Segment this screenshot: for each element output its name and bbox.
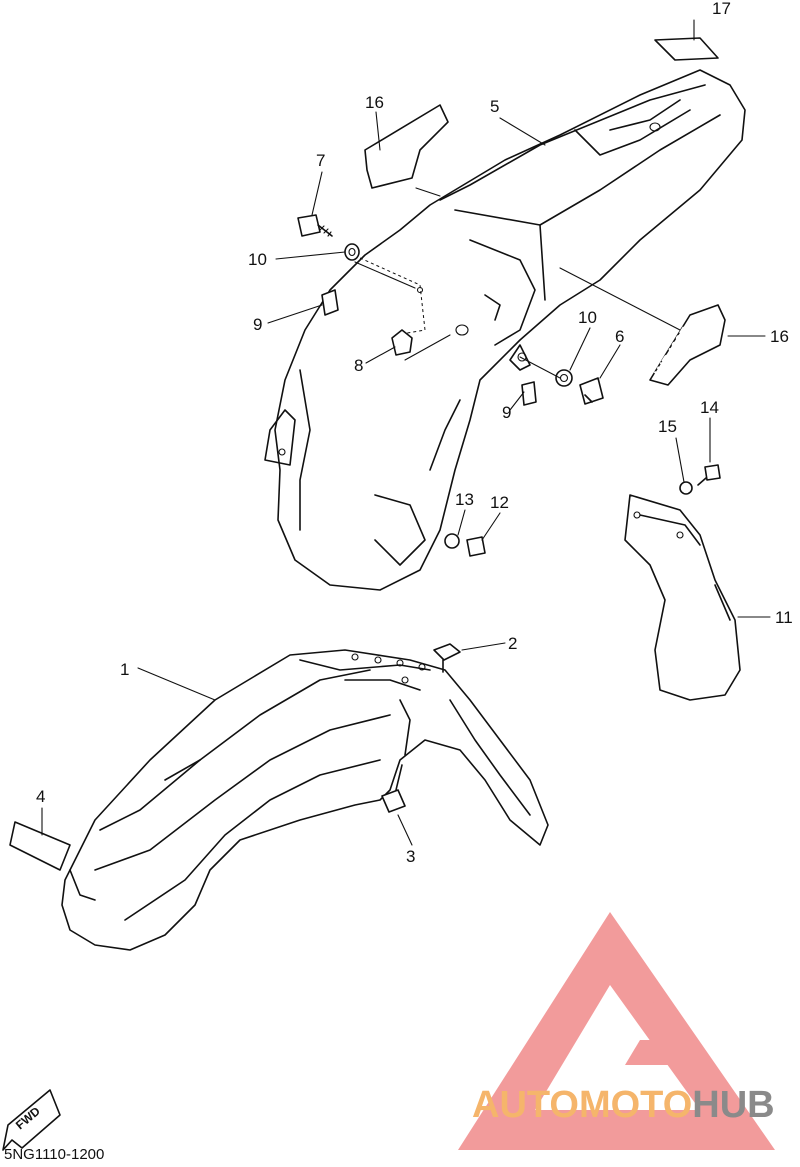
callout-11: 11 [775, 608, 793, 627]
watermark-part2: HUB [692, 1084, 774, 1126]
leader-lines [41, 19, 771, 846]
callout-15: 15 [658, 417, 677, 436]
callout-10-left: 10 [248, 250, 267, 269]
callout-16-right: 16 [770, 327, 789, 346]
rear-fender [264, 69, 746, 591]
bolt-6 [579, 377, 604, 405]
callout-7: 7 [316, 151, 325, 170]
nut-13 [444, 533, 460, 549]
fastener-2 [433, 643, 461, 673]
washer-15 [679, 481, 693, 495]
callout-16-upper: 16 [365, 93, 384, 112]
callout-14: 14 [700, 398, 719, 417]
callout-2: 2 [508, 634, 517, 653]
fwd-arrow-icon: FWD [2, 1089, 61, 1151]
callout-9-left: 9 [253, 315, 262, 334]
callout-10-right: 10 [578, 308, 597, 327]
decal-16-upper [364, 104, 449, 189]
decal-17 [654, 37, 719, 61]
callout-6: 6 [615, 327, 624, 346]
callout-9-right: 9 [502, 403, 511, 422]
nut-9-right [521, 381, 537, 406]
decal-4 [9, 821, 71, 871]
decal-16-logo: WR400F [649, 304, 726, 386]
collar-10-left [344, 243, 360, 261]
callout-4: 4 [36, 787, 45, 806]
callout-8: 8 [354, 356, 363, 375]
front-fender [61, 649, 549, 951]
bolt-7 [297, 214, 333, 237]
callout-12: 12 [490, 493, 509, 512]
callout-13: 13 [455, 490, 474, 509]
collar-10-right [555, 369, 573, 387]
diagram-code: 5NG1110-1200 [4, 1146, 105, 1163]
callout-5: 5 [490, 97, 499, 116]
grommet-8 [391, 329, 413, 356]
bolt-3 [381, 764, 406, 813]
watermark-part1: AUTOMOTO [472, 1084, 692, 1126]
screw-14 [697, 464, 721, 486]
callout-17: 17 [712, 0, 731, 18]
nut-9-left [321, 289, 339, 316]
callout-3: 3 [406, 847, 415, 866]
rear-flap [624, 494, 741, 701]
watermark-logo [458, 912, 775, 1150]
watermark-text: AUTOMOTOHUB [472, 1084, 775, 1126]
callout-1: 1 [120, 660, 129, 679]
screw-12 [466, 536, 486, 557]
